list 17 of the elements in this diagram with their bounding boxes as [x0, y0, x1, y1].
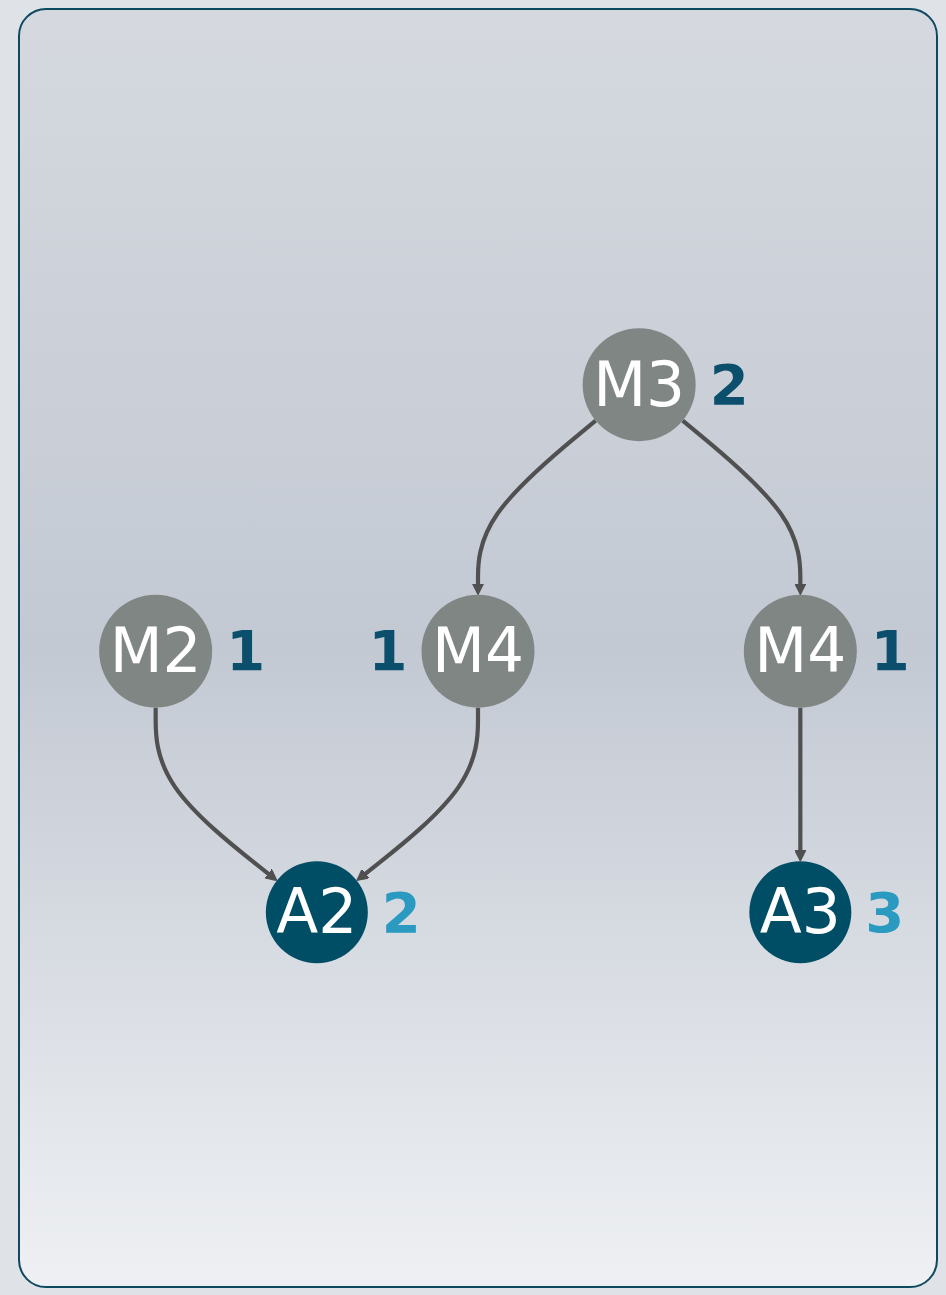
- count-label: 2: [381, 884, 421, 941]
- arrow: [356, 708, 481, 882]
- count-label: 1: [870, 623, 910, 680]
- node-circle: M4: [421, 595, 535, 708]
- count-label: 1: [368, 623, 408, 680]
- arrow: [794, 708, 807, 863]
- node-circle: A2: [265, 861, 368, 964]
- arrow: [471, 419, 597, 596]
- count-label: 1: [226, 623, 266, 680]
- arrow: [153, 708, 278, 882]
- node-circle: M2: [99, 595, 213, 708]
- node-circle: M4: [743, 595, 857, 708]
- count-label: 3: [865, 884, 905, 941]
- arrow: [681, 419, 807, 596]
- node-circle: A3: [749, 861, 852, 964]
- count-label: 2: [709, 356, 749, 413]
- node-circle: M3: [582, 328, 696, 442]
